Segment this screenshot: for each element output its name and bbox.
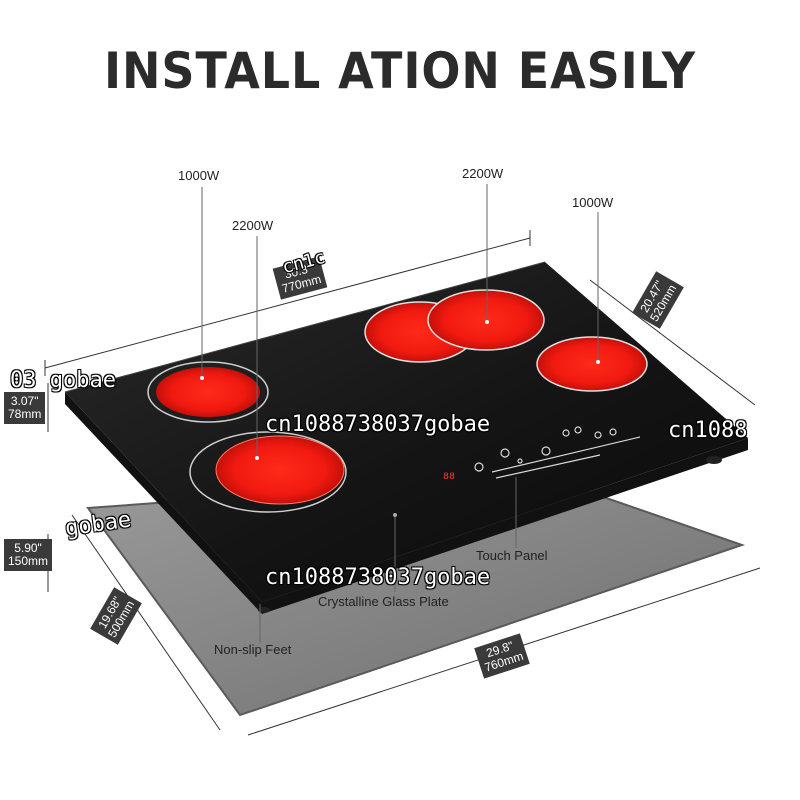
label-glass-plate: Crystalline Glass Plate	[318, 594, 449, 609]
label-rear-right-watts: 1000W	[572, 195, 614, 210]
label-non-slip-feet: Non-slip Feet	[214, 642, 292, 657]
watermark-text: 03 gobae	[10, 368, 116, 393]
burner-rear-right	[536, 336, 648, 392]
panel-display: 88	[443, 472, 455, 483]
label-front-left-watts: 1000W	[178, 168, 220, 183]
dim-cut-height: 5.90"150mm	[4, 539, 53, 571]
dim-height: 3.07"78mm	[4, 392, 46, 424]
foot-front	[258, 607, 270, 613]
label-touch-panel: Touch Panel	[476, 548, 548, 563]
burner-front-left	[147, 361, 269, 423]
label-large-watts: 2200W	[232, 218, 274, 233]
watermark-text: cn1088738037gobae	[265, 565, 491, 590]
callout-leaders	[201, 184, 599, 642]
watermark-text: cn1088	[668, 418, 748, 443]
label-rear-middle-watts: 2200W	[462, 166, 504, 181]
foot-right	[706, 456, 722, 464]
page-title: INSTALL ATION EASILY	[103, 42, 697, 100]
burner-large	[189, 431, 347, 513]
watermark-text: cn1088738037gobae	[265, 412, 491, 437]
touch-panel	[474, 426, 641, 479]
burner-rear-middle	[364, 289, 545, 363]
